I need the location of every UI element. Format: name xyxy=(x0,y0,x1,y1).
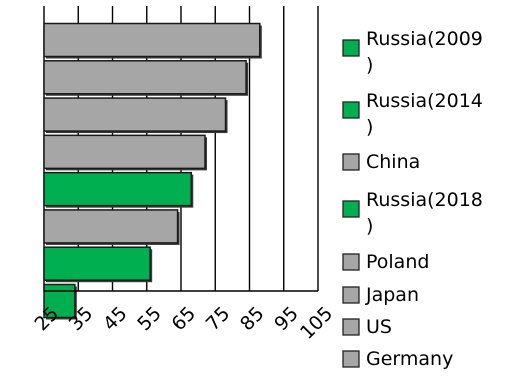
x-tick-label: 75 xyxy=(202,303,235,336)
legend-swatch xyxy=(342,350,360,368)
legend-label-continuation: ) xyxy=(366,215,373,237)
legend-swatch xyxy=(342,153,360,171)
legend-label-continuation: ) xyxy=(366,116,373,138)
legend-swatch xyxy=(342,39,360,57)
bar-poland xyxy=(43,171,193,207)
x-tick-label: 55 xyxy=(133,303,166,336)
legend-label: Russia(2014 xyxy=(366,90,483,112)
legend-swatch xyxy=(342,253,360,271)
x-tick-label: 105 xyxy=(296,303,337,344)
legend-label: Russia(2009 xyxy=(366,28,483,50)
legend-swatch xyxy=(342,286,360,304)
legend-swatch xyxy=(342,318,360,336)
legend-label: Poland xyxy=(366,251,429,273)
bar-russia-2018- xyxy=(43,134,206,170)
legend-swatch xyxy=(342,200,360,218)
legend-label: Russia(2018 xyxy=(366,189,483,211)
x-tick-label: 45 xyxy=(99,303,132,336)
x-tick-label: 65 xyxy=(167,303,200,336)
x-tick-label: 85 xyxy=(236,303,269,336)
legend-label-continuation: ) xyxy=(366,54,373,76)
bar-us xyxy=(43,246,151,281)
bar-germany xyxy=(43,283,76,319)
bar-japan xyxy=(43,209,179,244)
bars xyxy=(43,22,262,320)
legend-swatch xyxy=(342,101,360,119)
bar-china xyxy=(43,97,227,132)
legend: Russia(2009) Russia(2014) ChinaRussia(2018… xyxy=(342,28,483,370)
legend-label: US xyxy=(366,316,392,338)
legend-label: Germany xyxy=(366,348,453,370)
bar-russia-2009- xyxy=(43,22,261,58)
legend-label: Japan xyxy=(365,284,419,306)
bar-russia-2014- xyxy=(43,60,247,95)
legend-label: China xyxy=(366,151,420,173)
